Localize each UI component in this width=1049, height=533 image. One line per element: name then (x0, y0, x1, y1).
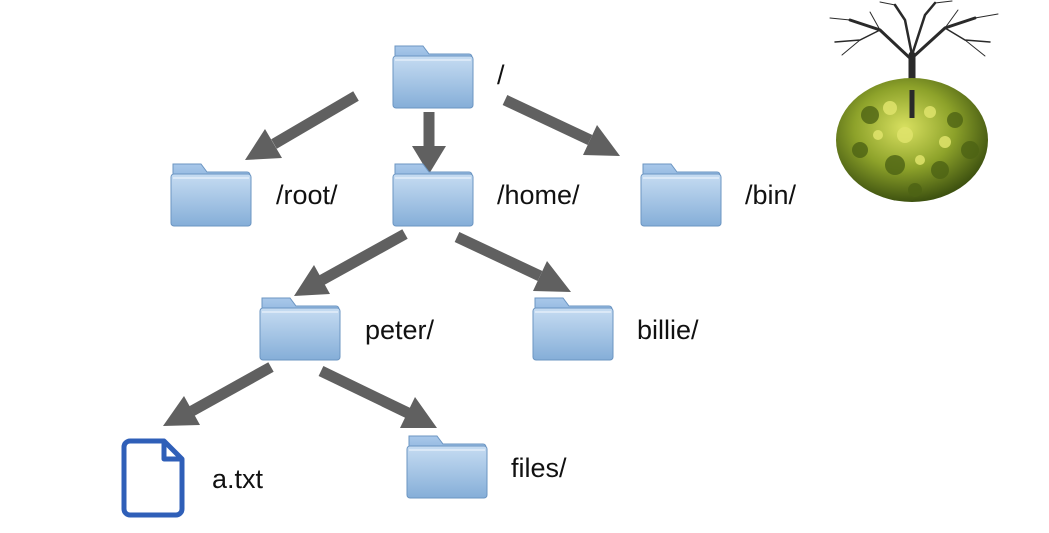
label-home: /home/ (497, 180, 580, 210)
arrow-root-to-rootdir (245, 91, 359, 160)
folder-home-icon[interactable] (392, 163, 474, 227)
file-atxt-icon[interactable] (121, 438, 185, 518)
label-peter: peter/ (365, 315, 435, 345)
arrow-home-to-peter (294, 229, 408, 296)
label-bin: /bin/ (745, 180, 797, 210)
folder-peter-icon[interactable] (259, 297, 341, 361)
label-root: / (497, 60, 505, 90)
arrow-home-to-billie (454, 232, 571, 292)
folder-root-icon[interactable] (392, 45, 474, 109)
tree-with-roots-illustration (829, 0, 999, 202)
folder-files-icon[interactable] (406, 435, 488, 499)
label-files: files/ (511, 453, 567, 483)
folder-billie-icon[interactable] (532, 297, 614, 361)
arrow-root-to-home (412, 112, 446, 174)
label-billie: billie/ (637, 315, 699, 345)
folder-bin-icon[interactable] (640, 163, 722, 227)
arrow-root-to-bin (502, 95, 620, 156)
folder-rootdir-icon[interactable] (170, 163, 252, 227)
label-rootdir: /root/ (276, 180, 338, 210)
label-atxt: a.txt (212, 464, 264, 494)
arrow-peter-to-files (318, 366, 437, 428)
arrows (163, 91, 620, 428)
arrow-peter-to-atxt (163, 362, 274, 426)
